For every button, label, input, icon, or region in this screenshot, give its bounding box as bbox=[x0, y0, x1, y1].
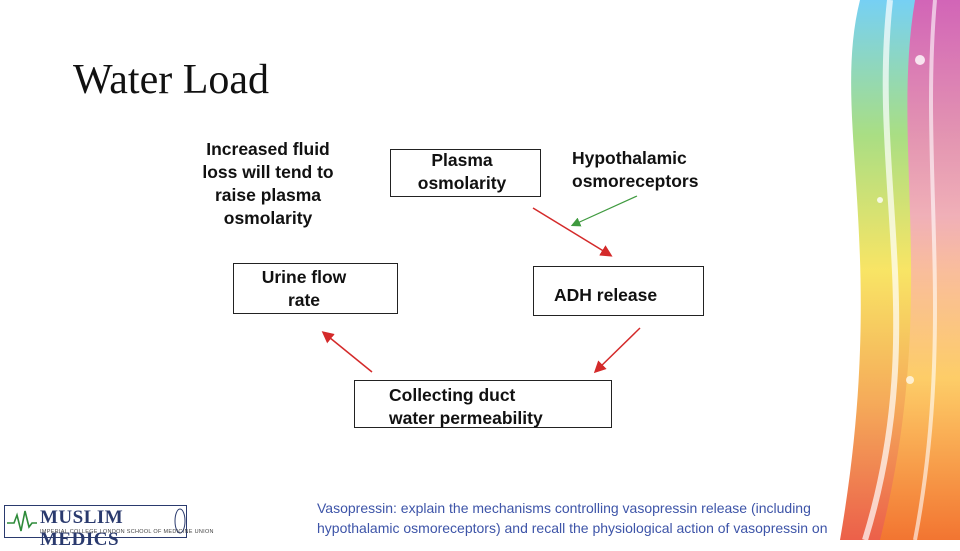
learning-objective-text: Vasopressin: explain the mechanisms cont… bbox=[317, 500, 828, 536]
adh-release-label: ADH release bbox=[554, 285, 658, 305]
logo-subtitle: IMPERIAL COLLEGE LONDON SCHOOL OF MEDICI… bbox=[40, 529, 214, 535]
fluid-loss-label: Increased fluid loss will tend to raise … bbox=[202, 139, 334, 228]
plasma-osmolarity-label: Plasma osmolarity bbox=[417, 150, 507, 193]
arrow-collecting-to-urine bbox=[321, 331, 373, 373]
hypothalamic-osmoreceptors-label: Hypothalamic osmoreceptors bbox=[572, 148, 699, 191]
decorative-swirl-background bbox=[840, 0, 960, 540]
arrow-plasma-to-adh bbox=[532, 207, 613, 257]
collecting-duct-box bbox=[354, 380, 612, 428]
adh-release-box bbox=[533, 266, 704, 316]
urine-flow-box bbox=[233, 263, 398, 314]
urine-flow-label: Urine flow rate bbox=[261, 267, 347, 310]
plasma-osmolarity-box bbox=[390, 149, 541, 197]
arrow-osmoreceptors-to-plasma bbox=[570, 195, 638, 227]
collecting-duct-label: Collecting duct water permeability bbox=[389, 385, 543, 428]
muslim-medics-logo: MUSLIM MEDICS IMPERIAL COLLEGE LONDON SC… bbox=[4, 505, 214, 550]
logo-frame-icon bbox=[4, 505, 187, 538]
arrow-adh-to-collecting bbox=[593, 327, 641, 374]
slide-title: Water Load bbox=[73, 57, 270, 103]
